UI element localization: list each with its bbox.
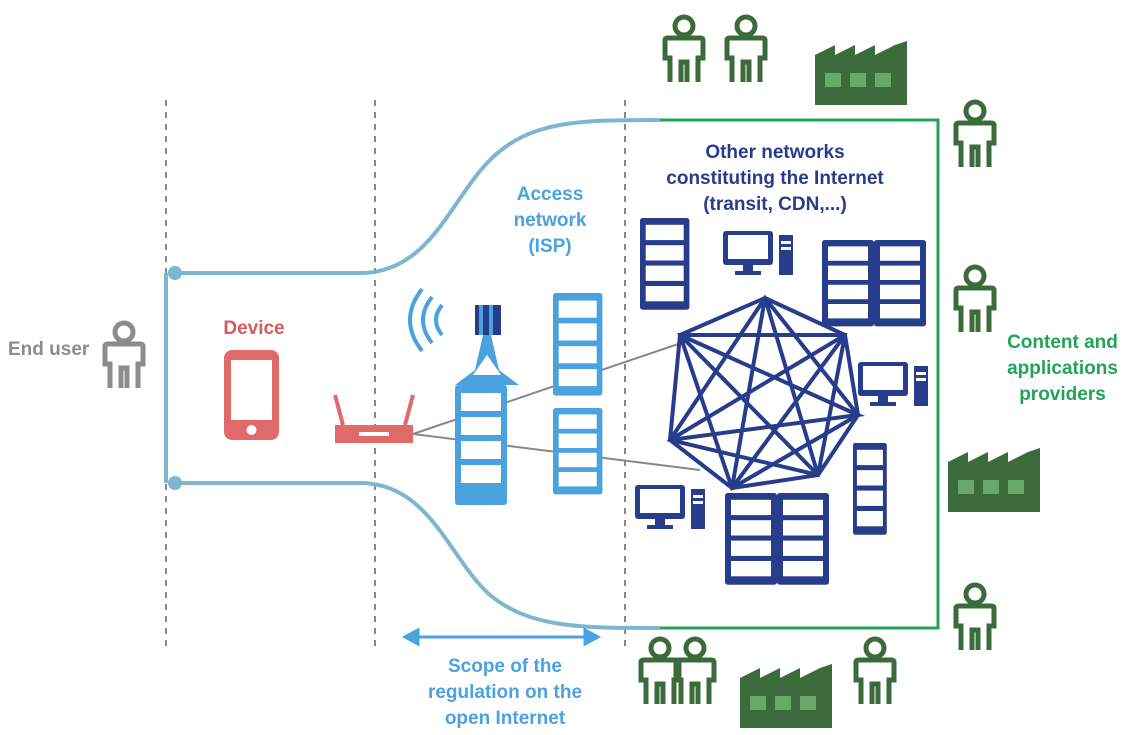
end-user-icon <box>105 323 143 388</box>
internet-boundary <box>625 118 940 630</box>
core-server-icon <box>822 240 926 327</box>
core-server-icon <box>640 218 690 310</box>
provider-person-icon <box>676 639 714 704</box>
pipe-cap-bottom <box>168 476 182 490</box>
zone-dividers <box>165 100 626 650</box>
provider-factory-icon <box>948 448 1040 512</box>
access-network-label: Access network (ISP) <box>490 182 610 260</box>
provider-factory-icon <box>815 41 907 105</box>
cell-tower-icon <box>455 305 519 505</box>
provider-person-icon <box>641 639 679 704</box>
wireless-signal-icon <box>408 287 444 353</box>
access-network-label-line: Access <box>516 184 584 205</box>
smartphone-icon <box>224 350 279 440</box>
other-networks-label-line: Other networks <box>705 142 845 163</box>
providers-label-line: applications <box>1007 358 1118 379</box>
desktop-computer-icon <box>858 362 928 406</box>
core-server-icon <box>853 443 887 535</box>
scope-label-line: Scope of the <box>447 656 562 677</box>
provider-person-icon <box>956 102 994 167</box>
other-networks-label-line: constituting the Internet <box>666 168 884 189</box>
access-server-icon <box>553 408 603 495</box>
provider-person-icon <box>727 17 765 82</box>
scope-arrow <box>401 627 602 647</box>
internet-mesh <box>666 294 866 491</box>
providers-label: Content and applications providers <box>990 330 1135 408</box>
access-server-icon <box>553 293 603 396</box>
other-networks-label-line: (transit, CDN,...) <box>703 194 847 215</box>
core-server-icon <box>725 493 829 585</box>
scope-label-line: open Internet <box>444 708 566 729</box>
desktop-computer-icon <box>635 485 705 529</box>
end-user-label: End user <box>8 339 90 360</box>
device-label: Device <box>223 318 285 339</box>
pipe-cap-top <box>168 266 182 280</box>
scope-label-line: regulation on the <box>427 682 583 703</box>
providers-label-line: Content and <box>1007 332 1118 353</box>
router-icon <box>333 394 415 443</box>
access-network-label-line: network <box>513 210 587 231</box>
scope-label: Scope of the regulation on the open Inte… <box>405 654 605 732</box>
provider-factory-icon <box>740 664 832 728</box>
provider-person-icon <box>956 267 994 332</box>
other-networks-label: Other networks constituting the Internet… <box>640 140 910 218</box>
provider-person-icon <box>956 585 994 650</box>
access-network-label-line: (ISP) <box>528 236 572 257</box>
provider-person-icon <box>665 17 703 82</box>
provider-person-icon <box>856 639 894 704</box>
providers-label-line: providers <box>1019 384 1106 405</box>
desktop-computer-icon <box>723 231 793 275</box>
access-pipe <box>164 118 661 630</box>
